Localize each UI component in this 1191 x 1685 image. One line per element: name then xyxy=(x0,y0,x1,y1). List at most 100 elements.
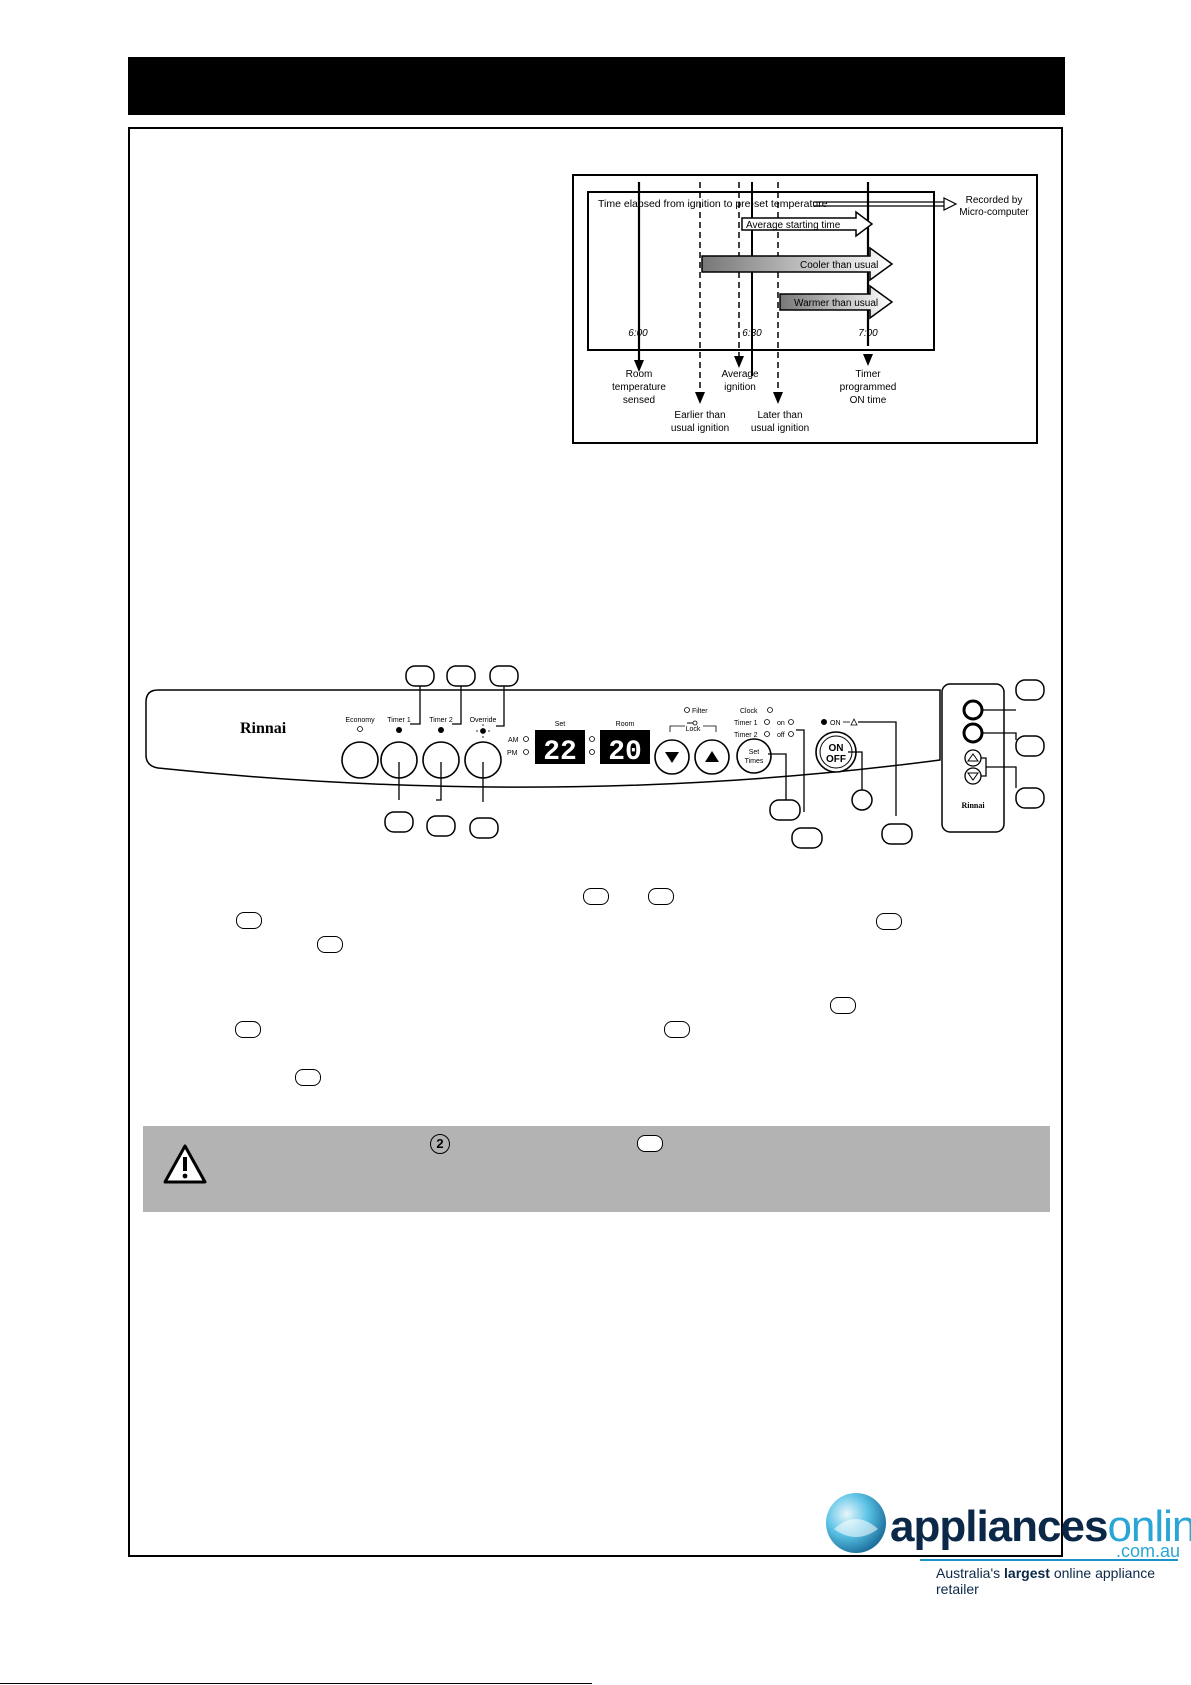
tick-6-30: 6:30 xyxy=(742,328,762,339)
callout-on-off xyxy=(851,789,873,811)
remote-button-2 xyxy=(962,722,984,744)
footer-rule xyxy=(0,1683,592,1684)
room-label: Room xyxy=(616,721,635,728)
tagline-post: online appliance retailer xyxy=(936,1565,1156,1597)
callout-set-times xyxy=(769,799,801,821)
text-callout-5 xyxy=(317,936,343,953)
cooler-label: Cooler than usual xyxy=(800,260,878,271)
elapsed-label: Time elapsed from ignition to pre-set te… xyxy=(598,198,828,210)
am-label: AM xyxy=(508,737,519,744)
set-label: Set xyxy=(555,721,566,728)
filter-label: Filter xyxy=(692,708,708,715)
text-callout-6 xyxy=(830,997,856,1014)
callout-remote-1 xyxy=(1015,679,1045,701)
remote-down-button xyxy=(964,767,982,785)
avg-ignition-label-1: Average xyxy=(721,369,759,380)
average-starting-arrow xyxy=(741,210,874,238)
callout-on-indicator xyxy=(881,823,913,845)
set-display-value: 22 xyxy=(543,737,577,768)
warning-band xyxy=(143,1126,1050,1212)
flame-icon xyxy=(850,718,858,726)
avg-ignition-label-2: ignition xyxy=(724,382,756,393)
callout-timers xyxy=(791,827,823,849)
recorded-arrow-head xyxy=(943,197,958,211)
arrow-down-icon xyxy=(665,752,679,763)
timer2-right-label: Timer 2 xyxy=(734,732,758,739)
warning-callout xyxy=(637,1135,663,1152)
lock-key-icon xyxy=(687,720,698,726)
text-callout-9 xyxy=(295,1069,321,1086)
remote-button-1 xyxy=(962,699,984,721)
timer1-label: Timer 1 xyxy=(387,717,411,724)
timer-on-label-1: Timer xyxy=(855,369,881,380)
text-callout-8 xyxy=(664,1021,690,1038)
lock-label: Lock xyxy=(686,726,701,733)
logo-domain: .com.au xyxy=(1116,1541,1181,1561)
callout-bottom-2 xyxy=(426,815,456,837)
logo-tagline: Australia's largest online appliance ret… xyxy=(936,1565,1191,1597)
later-label-1: Later than xyxy=(757,410,802,421)
tick-7-00: 7:00 xyxy=(858,328,878,339)
off-label: off xyxy=(777,732,785,739)
panel-brand: Rinnai xyxy=(240,720,287,737)
recorded-label-1: Recorded by xyxy=(966,195,1023,206)
later-label-2: usual ignition xyxy=(751,423,809,434)
tick-6-00: 6:00 xyxy=(628,328,648,339)
warmer-arrow xyxy=(779,284,894,320)
warmer-label: Warmer than usual xyxy=(794,298,878,309)
tagline-pre: Australia's xyxy=(936,1565,1005,1581)
pm-label: PM xyxy=(507,750,518,757)
arrow-up-icon xyxy=(705,751,719,762)
earlier-label-1: Earlier than xyxy=(674,410,725,421)
on-off-label-on: ON xyxy=(829,743,844,754)
control-panel-illustration: Rinnai Economy Timer 1 Timer 2 Override … xyxy=(145,665,1045,849)
room-display-value: 20 xyxy=(608,737,642,768)
on-indicator-label: ON xyxy=(830,720,841,727)
text-callout-2 xyxy=(648,888,674,905)
logo-wordmark: appliancesonline xyxy=(890,1502,1191,1552)
callout-top-1 xyxy=(405,665,435,687)
logo-underline xyxy=(920,1559,1178,1561)
text-callout-3 xyxy=(236,912,262,929)
room-label-2: temperature xyxy=(612,382,666,393)
text-callout-7 xyxy=(235,1021,261,1038)
set-display xyxy=(535,730,585,764)
average-start-label: Average starting time xyxy=(746,220,841,231)
callout-remote-2 xyxy=(1015,735,1045,757)
set-times-button xyxy=(736,738,772,774)
room-label-3: sensed xyxy=(623,395,655,406)
recorded-label-2: Micro-computer xyxy=(959,207,1029,218)
room-display xyxy=(600,730,650,764)
callout-remote-3 xyxy=(1015,787,1045,809)
override-indicator-icon xyxy=(476,724,490,738)
callout-bottom-1 xyxy=(384,811,414,833)
timer2-label: Timer 2 xyxy=(429,717,453,724)
timer-on-label-2: programmed xyxy=(840,382,897,393)
earlier-label-2: usual ignition xyxy=(671,423,729,434)
set-times-label-2: Times xyxy=(745,758,764,765)
callout-top-3 xyxy=(489,665,519,687)
appliancesonline-logo xyxy=(826,1493,886,1553)
text-callout-4 xyxy=(876,913,902,930)
clock-label: Clock xyxy=(740,708,758,715)
set-times-label-1: Set xyxy=(749,749,760,756)
remote-brand: Rinnai xyxy=(961,801,985,810)
on-label: on xyxy=(777,720,785,727)
callout-top-2 xyxy=(446,665,476,687)
room-label-1: Room xyxy=(626,369,653,380)
logo-word-light: online xyxy=(1107,1502,1191,1551)
economy-label: Economy xyxy=(345,717,375,724)
timeline-diagram: Time elapsed from ignition to pre-set te… xyxy=(572,174,1038,444)
cooler-arrow xyxy=(701,246,894,282)
circled-number-two: 2 xyxy=(430,1134,450,1154)
header-bar xyxy=(128,57,1065,115)
callout-bottom-3 xyxy=(469,817,499,839)
on-off-label-off: OFF xyxy=(826,754,846,765)
remote-up-button xyxy=(964,749,982,767)
economy-button xyxy=(341,741,379,779)
content-frame xyxy=(128,127,1063,1557)
timeline-inner-frame xyxy=(587,191,935,351)
remote-up-icon xyxy=(967,753,979,762)
logo-word-bold: appliances xyxy=(890,1502,1108,1551)
override-label: Override xyxy=(470,717,497,724)
